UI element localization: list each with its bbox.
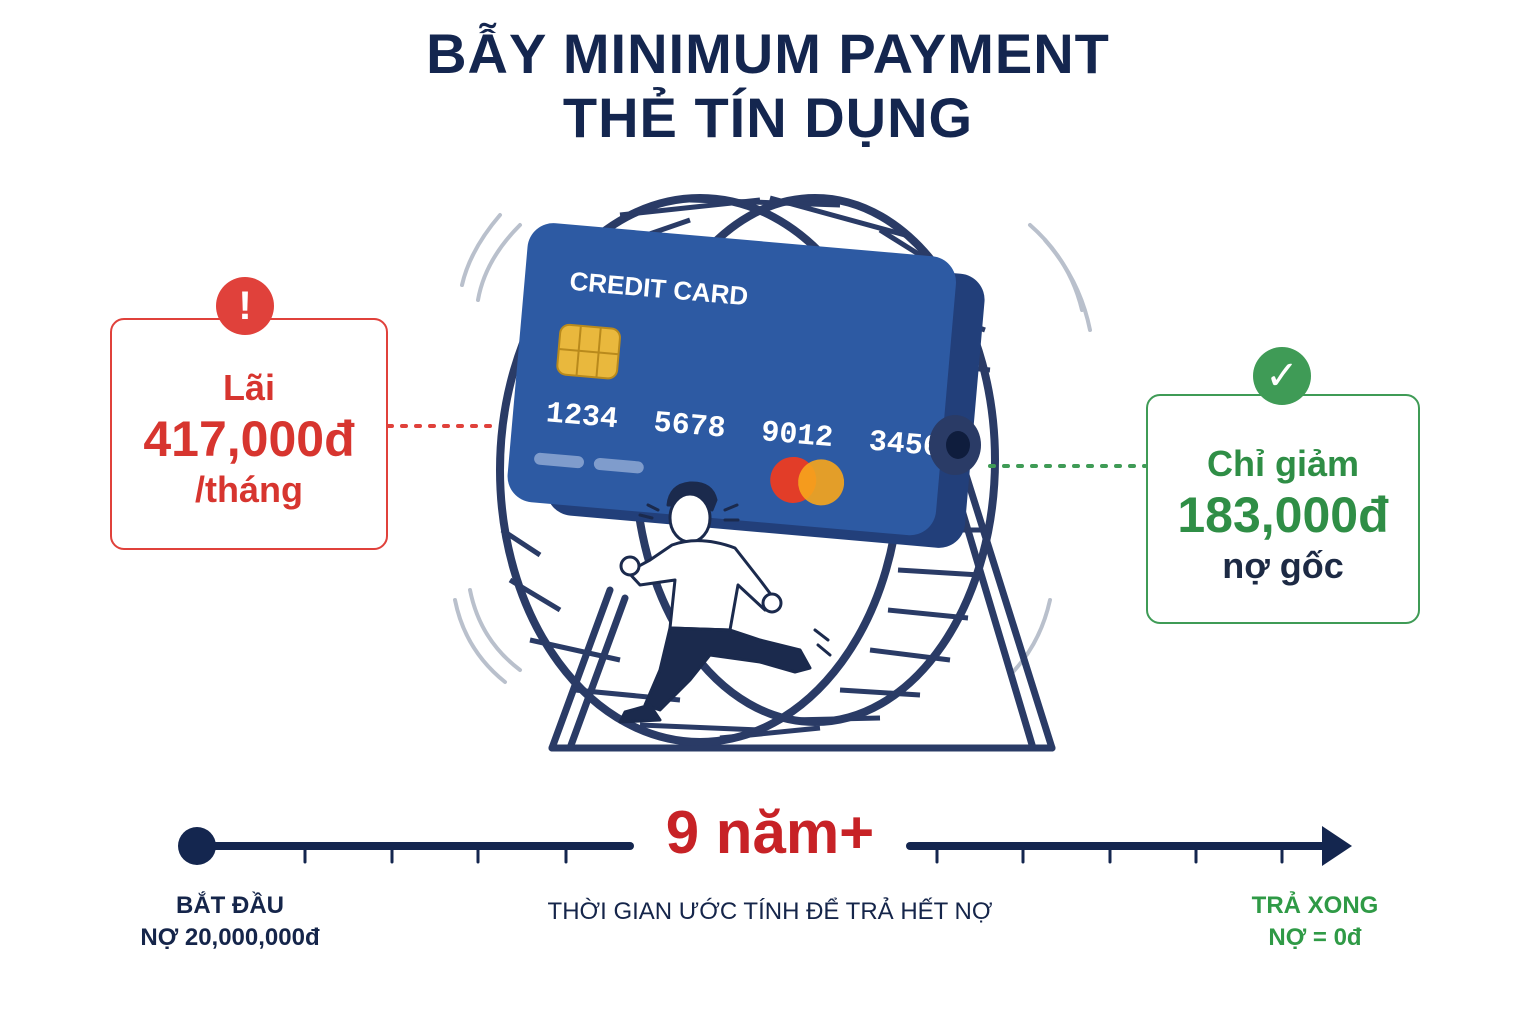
timeline-end-line-2: NỢ = 0đ bbox=[1268, 924, 1362, 951]
timeline-start-dot bbox=[178, 827, 216, 865]
timeline-start-line-2: NỢ 20,000,000đ bbox=[140, 924, 320, 951]
principal-label: Chỉ giảm bbox=[1206, 443, 1359, 484]
timeline-arrow-icon bbox=[1322, 826, 1352, 866]
check-icon: ✓ bbox=[1253, 347, 1311, 405]
timeline-end-label: TRẢ XONG NỢ = 0đ bbox=[1215, 890, 1415, 954]
infographic-title: BẪY MINIMUM PAYMENT THẺ TÍN DỤNG bbox=[0, 22, 1536, 150]
interest-amount: 417,000đ bbox=[143, 411, 355, 467]
timeline-start-label: BẮT ĐẦU NỢ 20,000,000đ bbox=[110, 890, 350, 954]
principal-amount: 183,000đ bbox=[1177, 487, 1389, 543]
running-man-figure bbox=[618, 481, 832, 724]
title-line-2: THẺ TÍN DỤNG bbox=[562, 86, 974, 149]
interest-period: /tháng bbox=[195, 469, 303, 510]
timeline-end-line-1: TRẢ XONG bbox=[1251, 892, 1379, 919]
motion-lines bbox=[453, 213, 1092, 684]
principal-box: Chỉ giảm 183,000đ nợ gốc bbox=[1146, 394, 1420, 624]
card-stripe-1 bbox=[534, 452, 584, 469]
interest-label: Lãi bbox=[222, 367, 275, 408]
timeline-start-line-1: BẮT ĐẦU bbox=[176, 892, 284, 919]
wheel-stand bbox=[548, 436, 1056, 752]
timeline-bar bbox=[196, 842, 1329, 864]
chip-icon bbox=[556, 323, 621, 380]
title-line-1: BẪY MINIMUM PAYMENT bbox=[426, 22, 1110, 85]
card-stripe-2 bbox=[593, 458, 644, 474]
principal-note: nợ gốc bbox=[1222, 545, 1344, 586]
wheel-hub-icon bbox=[929, 415, 981, 475]
timeline-duration: 9 năm+ bbox=[665, 799, 875, 866]
timeline-middle-label: THỜI GIAN ƯỚC TÍNH ĐỂ TRẢ HẾT NỢ bbox=[547, 898, 993, 925]
interest-box: Lãi 417,000đ /tháng bbox=[110, 318, 388, 550]
mastercard-logo-icon bbox=[770, 456, 845, 506]
credit-card: CREDIT CARD 1234 5678 9012 3456 bbox=[507, 223, 985, 548]
warning-icon: ! bbox=[216, 277, 274, 335]
